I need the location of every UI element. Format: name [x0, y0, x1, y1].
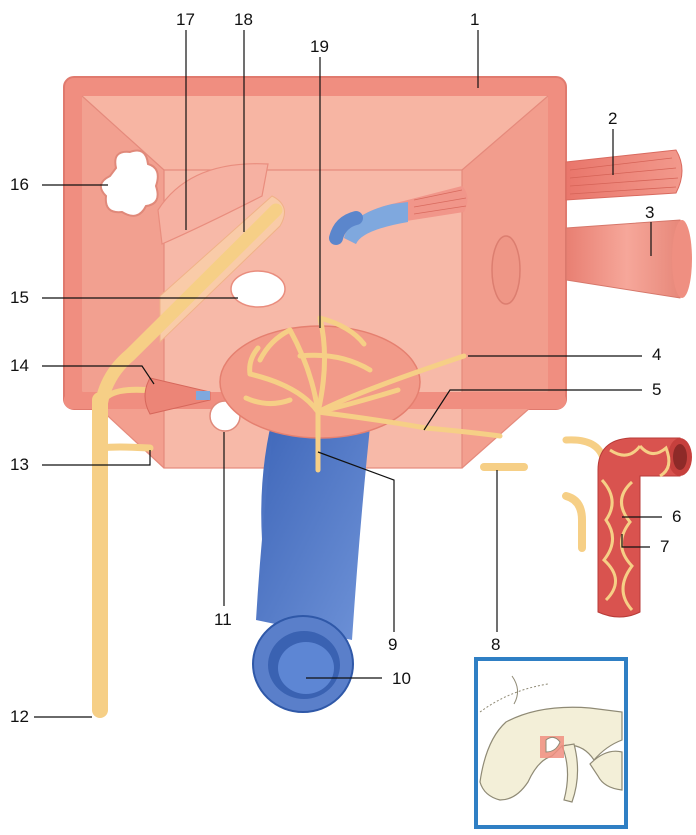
vein-10	[253, 408, 372, 712]
label-7: 7	[660, 537, 669, 556]
label-14: 14	[10, 356, 29, 375]
artery-6	[598, 438, 692, 617]
label-17: 17	[176, 10, 195, 29]
label-19: 19	[310, 37, 329, 56]
opening-15	[231, 271, 285, 307]
nerve-right-lower	[566, 496, 582, 548]
label-18: 18	[234, 10, 253, 29]
label-9: 9	[388, 635, 397, 654]
label-11: 11	[214, 610, 232, 629]
label-13: 13	[10, 455, 29, 474]
wall-oval-opening	[492, 236, 520, 304]
vessel-3	[566, 220, 692, 298]
location-inset	[476, 659, 626, 827]
label-8: 8	[491, 635, 500, 654]
label-1: 1	[470, 10, 479, 29]
label-3: 3	[645, 203, 654, 222]
label-5: 5	[652, 380, 661, 399]
label-16: 16	[10, 175, 29, 194]
nerve-branch-13	[102, 447, 150, 448]
muscle-bundle-2	[566, 150, 682, 200]
label-12: 12	[10, 707, 29, 726]
label-15: 15	[10, 288, 29, 307]
label-6: 6	[672, 507, 681, 526]
label-10: 10	[392, 669, 411, 688]
label-4: 4	[652, 345, 661, 364]
label-2: 2	[608, 109, 617, 128]
nerve-right-upper	[566, 440, 604, 462]
